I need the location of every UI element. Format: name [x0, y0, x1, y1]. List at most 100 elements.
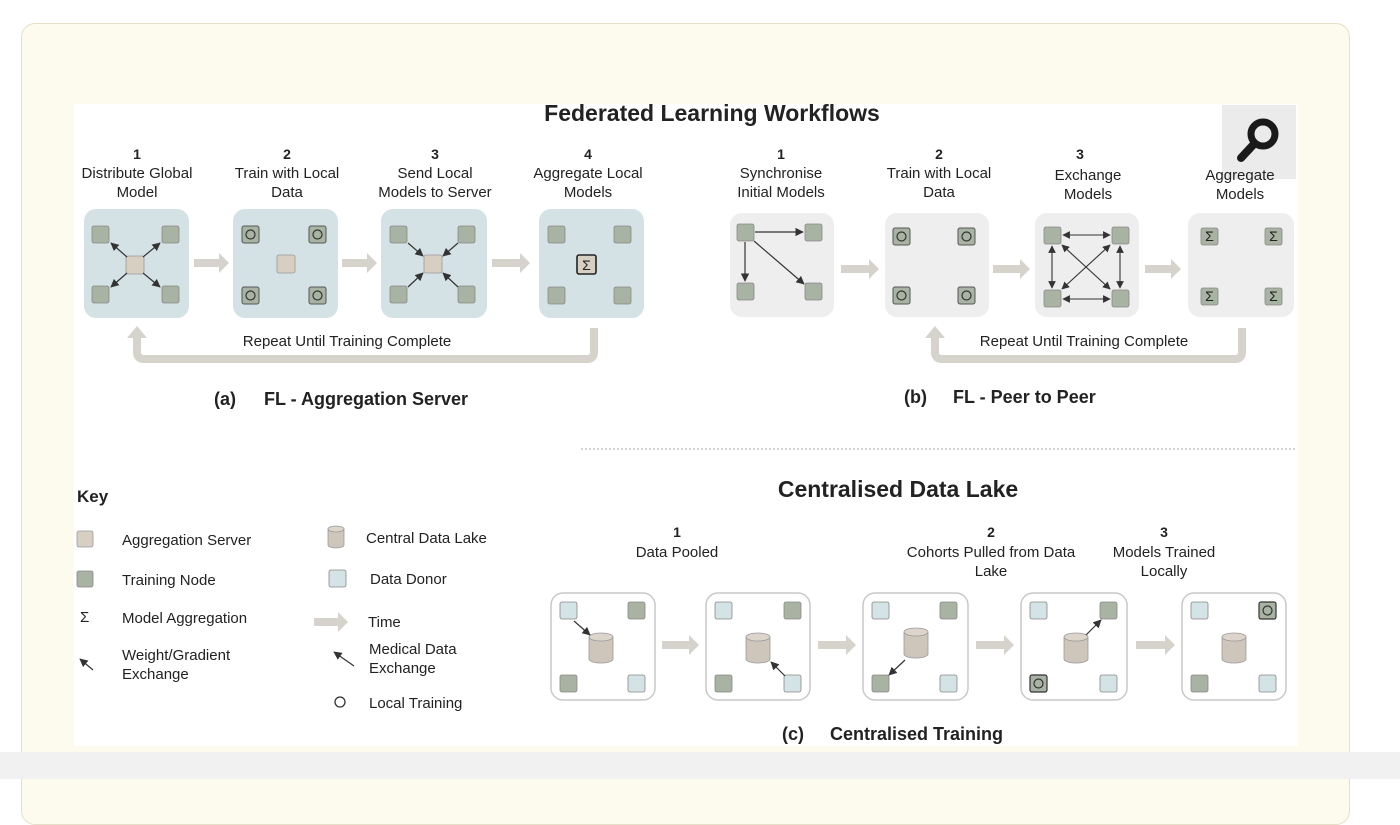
panel-b-repeat-loop: [925, 326, 1246, 363]
panel-a-time-arrows: [194, 253, 530, 273]
step-label-line-1: Synchronise: [740, 165, 823, 182]
panel-b-box-4: Σ Σ Σ Σ: [1188, 213, 1294, 317]
panel-c-time-arrows: [662, 635, 1175, 655]
federated-learning-figure: Federated Learning Workflows 1 Distribut…: [74, 100, 1298, 746]
step-number: 3: [431, 146, 439, 162]
step-label-line-1: Exchange: [1055, 167, 1122, 184]
panel-c-box-1: [550, 592, 656, 701]
panel-b-step-2: 2 Train with Local Data: [887, 146, 992, 201]
panel-a-step-2: 2 Train with Local Data: [235, 146, 340, 201]
key-title: Key: [77, 487, 109, 506]
panel-b-time-arrows: [841, 259, 1181, 279]
step-label-line-1: Models Trained: [1113, 544, 1216, 561]
time-arrow-icon: [314, 612, 348, 632]
panel-b-steps: 1 Synchronise Initial Models 2 Train wit…: [737, 146, 1274, 203]
step-label-line-2: Models: [1216, 186, 1264, 203]
step-label-line-2: Initial Models: [737, 184, 825, 201]
data-lake-icon: [327, 525, 345, 549]
step-label-line-1: Cohorts Pulled from Data: [907, 544, 1076, 561]
key-label: Training Node: [122, 572, 216, 589]
panel-c-box-3: [862, 592, 969, 701]
panel-a-steps: 1 Distribute Global Model 2 Train with L…: [82, 146, 643, 201]
step-label-line-2: Models: [1064, 186, 1112, 203]
panel-a-box-4: Σ: [539, 209, 644, 318]
step-label-line-1: Send Local: [397, 165, 472, 182]
panel-a-box-1: [84, 209, 189, 318]
figure-title: Federated Learning Workflows: [544, 104, 880, 126]
step-label-line-1: Aggregate Local: [533, 165, 642, 182]
medical-data-exchange-arrow-icon: [333, 651, 355, 667]
sigma-symbol: Σ: [1205, 228, 1214, 244]
key-label: Medical Data: [369, 641, 457, 658]
step-number: 2: [987, 524, 995, 540]
step-label-line-2: Model: [117, 184, 158, 201]
key-label: Weight/Gradient: [122, 647, 231, 664]
sigma-symbol: Σ: [1269, 228, 1278, 244]
key-label: Model Aggregation: [122, 610, 247, 627]
panel-b-box-3: [1035, 213, 1139, 317]
panel-b-box-2: [885, 213, 989, 317]
panel-a-box-2: [233, 209, 338, 318]
panel-b-repeat-label: Repeat Until Training Complete: [980, 333, 1188, 350]
step-number: 2: [935, 146, 943, 162]
step-label-line-2: Models to Server: [378, 184, 491, 201]
bottom-bar: [0, 752, 1400, 779]
magnifier-icon[interactable]: [1222, 105, 1296, 179]
weight-exchange-arrow-icon: [79, 658, 94, 671]
step-number: 3: [1076, 146, 1084, 162]
step-label-line-2: Lake: [975, 563, 1008, 580]
panel-c-box-2: [705, 592, 811, 701]
key-label: Central Data Lake: [366, 530, 487, 547]
panel-b-step-3: 3 Exchange Models: [1055, 146, 1122, 203]
panel-a-repeat-loop: [127, 326, 598, 363]
panel-a-step-4: 4 Aggregate Local Models: [533, 146, 642, 201]
step-label-line-2: Models: [564, 184, 612, 201]
key-label: Local Training: [369, 695, 462, 712]
step-number: 1: [777, 146, 785, 162]
panel-c-steps: 1 Data Pooled 2 Cohorts Pulled from Data…: [636, 524, 1216, 580]
panel-b-step-4: Aggregate Models: [1205, 167, 1274, 203]
sigma-symbol: Σ: [1269, 288, 1278, 304]
step-number: 4: [584, 146, 592, 162]
key-label: Exchange: [122, 666, 189, 683]
step-label-line-1: Distribute Global: [82, 165, 193, 182]
panel-a-box-3: [381, 209, 487, 318]
sigma-icon: Σ: [80, 609, 89, 626]
step-label-line-2: Data: [271, 184, 303, 201]
panel-a-step-1: 1 Distribute Global Model: [82, 146, 193, 201]
panel-b-caption-letter: (b): [904, 387, 927, 407]
step-label-line-1: Train with Local: [235, 165, 340, 182]
panel-a-step-3: 3 Send Local Models to Server: [378, 146, 491, 201]
panel-c-step-1: 1 Data Pooled: [636, 524, 719, 561]
step-number: 2: [283, 146, 291, 162]
aggregation-server-icon: [76, 530, 94, 548]
panel-b-step-1: 1 Synchronise Initial Models: [737, 146, 825, 201]
panel-c-step-3: 3 Models Trained Locally: [1113, 524, 1216, 580]
step-label-line-2: Data: [923, 184, 955, 201]
data-donor-icon: [328, 569, 347, 588]
step-label-line-1: Aggregate: [1205, 167, 1274, 184]
panel-b-caption: FL - Peer to Peer: [953, 387, 1096, 407]
sigma-symbol: Σ: [1205, 288, 1214, 304]
key-legend: Key Aggregation Server Training Node Σ M…: [76, 487, 487, 712]
local-training-icon: [334, 696, 346, 708]
panel-c-step-2: 2 Cohorts Pulled from Data Lake: [907, 524, 1076, 580]
panel-c-caption: Centralised Training: [830, 724, 1003, 744]
step-number: 3: [1160, 524, 1168, 540]
panel-c-box-5: [1181, 592, 1287, 701]
panel-c-caption-letter: (c): [782, 724, 804, 744]
panel-c-box-4: [1020, 592, 1128, 701]
panel-b-box-1: [730, 213, 834, 317]
panel-a-caption: FL - Aggregation Server: [264, 389, 468, 409]
training-node-icon: [76, 570, 94, 588]
panel-a-repeat-label: Repeat Until Training Complete: [243, 333, 451, 350]
key-label: Time: [368, 614, 401, 631]
step-number: 1: [673, 524, 681, 540]
step-number: 1: [133, 146, 141, 162]
key-label: Exchange: [369, 660, 436, 677]
step-label-line-2: Locally: [1141, 563, 1188, 580]
sigma-symbol: Σ: [582, 257, 591, 273]
key-label: Data Donor: [370, 571, 447, 588]
data-lake-title: Centralised Data Lake: [778, 476, 1018, 502]
step-label-line-1: Data Pooled: [636, 544, 719, 561]
